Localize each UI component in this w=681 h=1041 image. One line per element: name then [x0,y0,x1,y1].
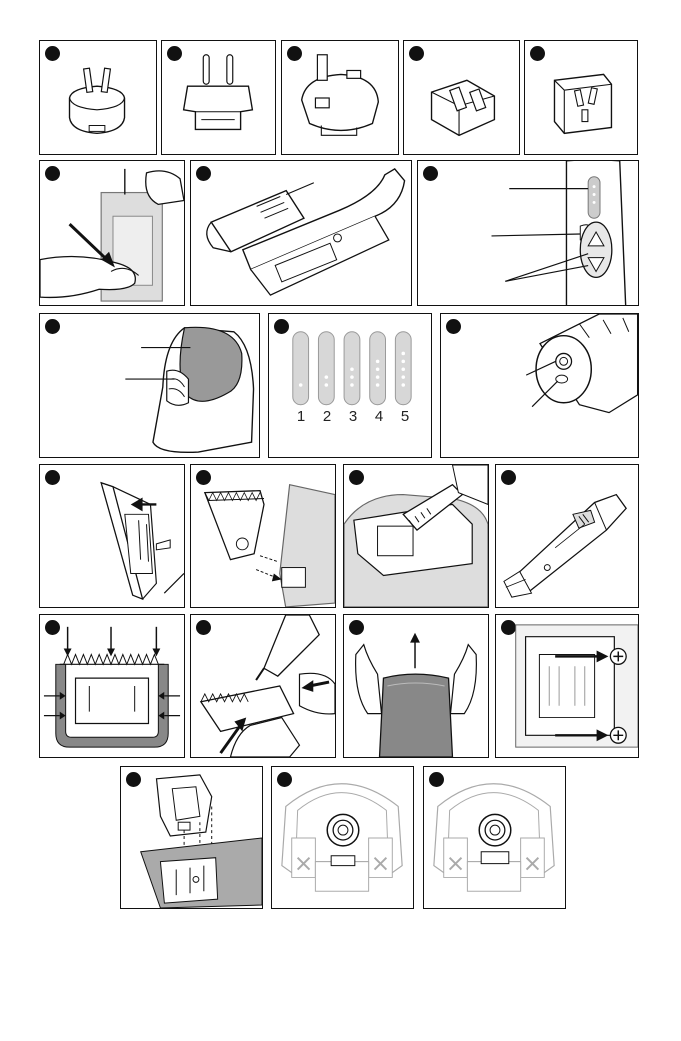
panel-battery-insert [190,160,412,306]
blade-oiling-illustration [191,615,335,757]
panel-blade-oiling [190,614,336,758]
panel-battery-end-contacts [440,313,639,458]
controls-closeup-illustration [418,161,638,305]
battery-level-label-5: 5 [395,408,415,425]
battery-level-label-2: 2 [317,408,337,425]
blade-cleaning-illustration [344,465,488,607]
plug-adapter-eu-illustration [162,41,275,154]
panel-blade-slide-in [39,464,185,608]
panel-screw-removal [495,614,639,758]
motor-eccentric-b-illustration [424,767,565,908]
motor-eccentric-a-illustration [272,767,413,908]
plug-adapter-au-illustration [40,41,156,154]
plug-adapter-au-alt-illustration [525,41,637,154]
panel-motor-eccentric-a [271,766,414,909]
plug-adapter-us-illustration [404,41,519,154]
battery-level-label-4: 4 [369,408,389,425]
panel-plug-adapter-uk [281,40,399,155]
panel-plug-adapter-au [39,40,157,155]
blade-slide-in-illustration [40,465,184,607]
panel-blade-cleaning [343,464,489,608]
remove-cover-illustration [344,615,488,757]
battery-level-indicators [269,314,431,457]
trimmer-overview-illustration [496,465,638,607]
panel-blade-drive-assembly [120,766,263,909]
charging-stand-illustration [40,314,259,457]
screw-removal-illustration [496,615,638,757]
panel-remove-cover [343,614,489,758]
blade-drive-assembly-illustration [121,767,262,908]
blade-attach-illustration [191,465,335,607]
plug-adapter-uk-illustration [282,41,398,154]
battery-level-bar-2 [318,332,334,405]
battery-level-label-3: 3 [343,408,363,425]
battery-insert-illustration [191,161,411,305]
insert-adapter-illustration [40,161,184,305]
battery-level-label-1: 1 [291,408,311,425]
panel-trimmer-overview [495,464,639,608]
blade-cross-section-illustration [40,615,184,757]
panel-plug-adapter-eu [161,40,276,155]
panel-battery-levels: 1 2 3 4 5 [268,313,432,458]
panel-controls-closeup [417,160,639,306]
battery-level-bar-1 [293,332,309,405]
panel-plug-adapter-us [403,40,520,155]
battery-end-contacts-illustration [441,314,638,457]
panel-motor-eccentric-b [423,766,566,909]
panel-blade-cross-section [39,614,185,758]
panel-insert-adapter [39,160,185,306]
panel-plug-adapter-au-alt [524,40,638,155]
panel-blade-attach [190,464,336,608]
panel-charging-stand [39,313,260,458]
